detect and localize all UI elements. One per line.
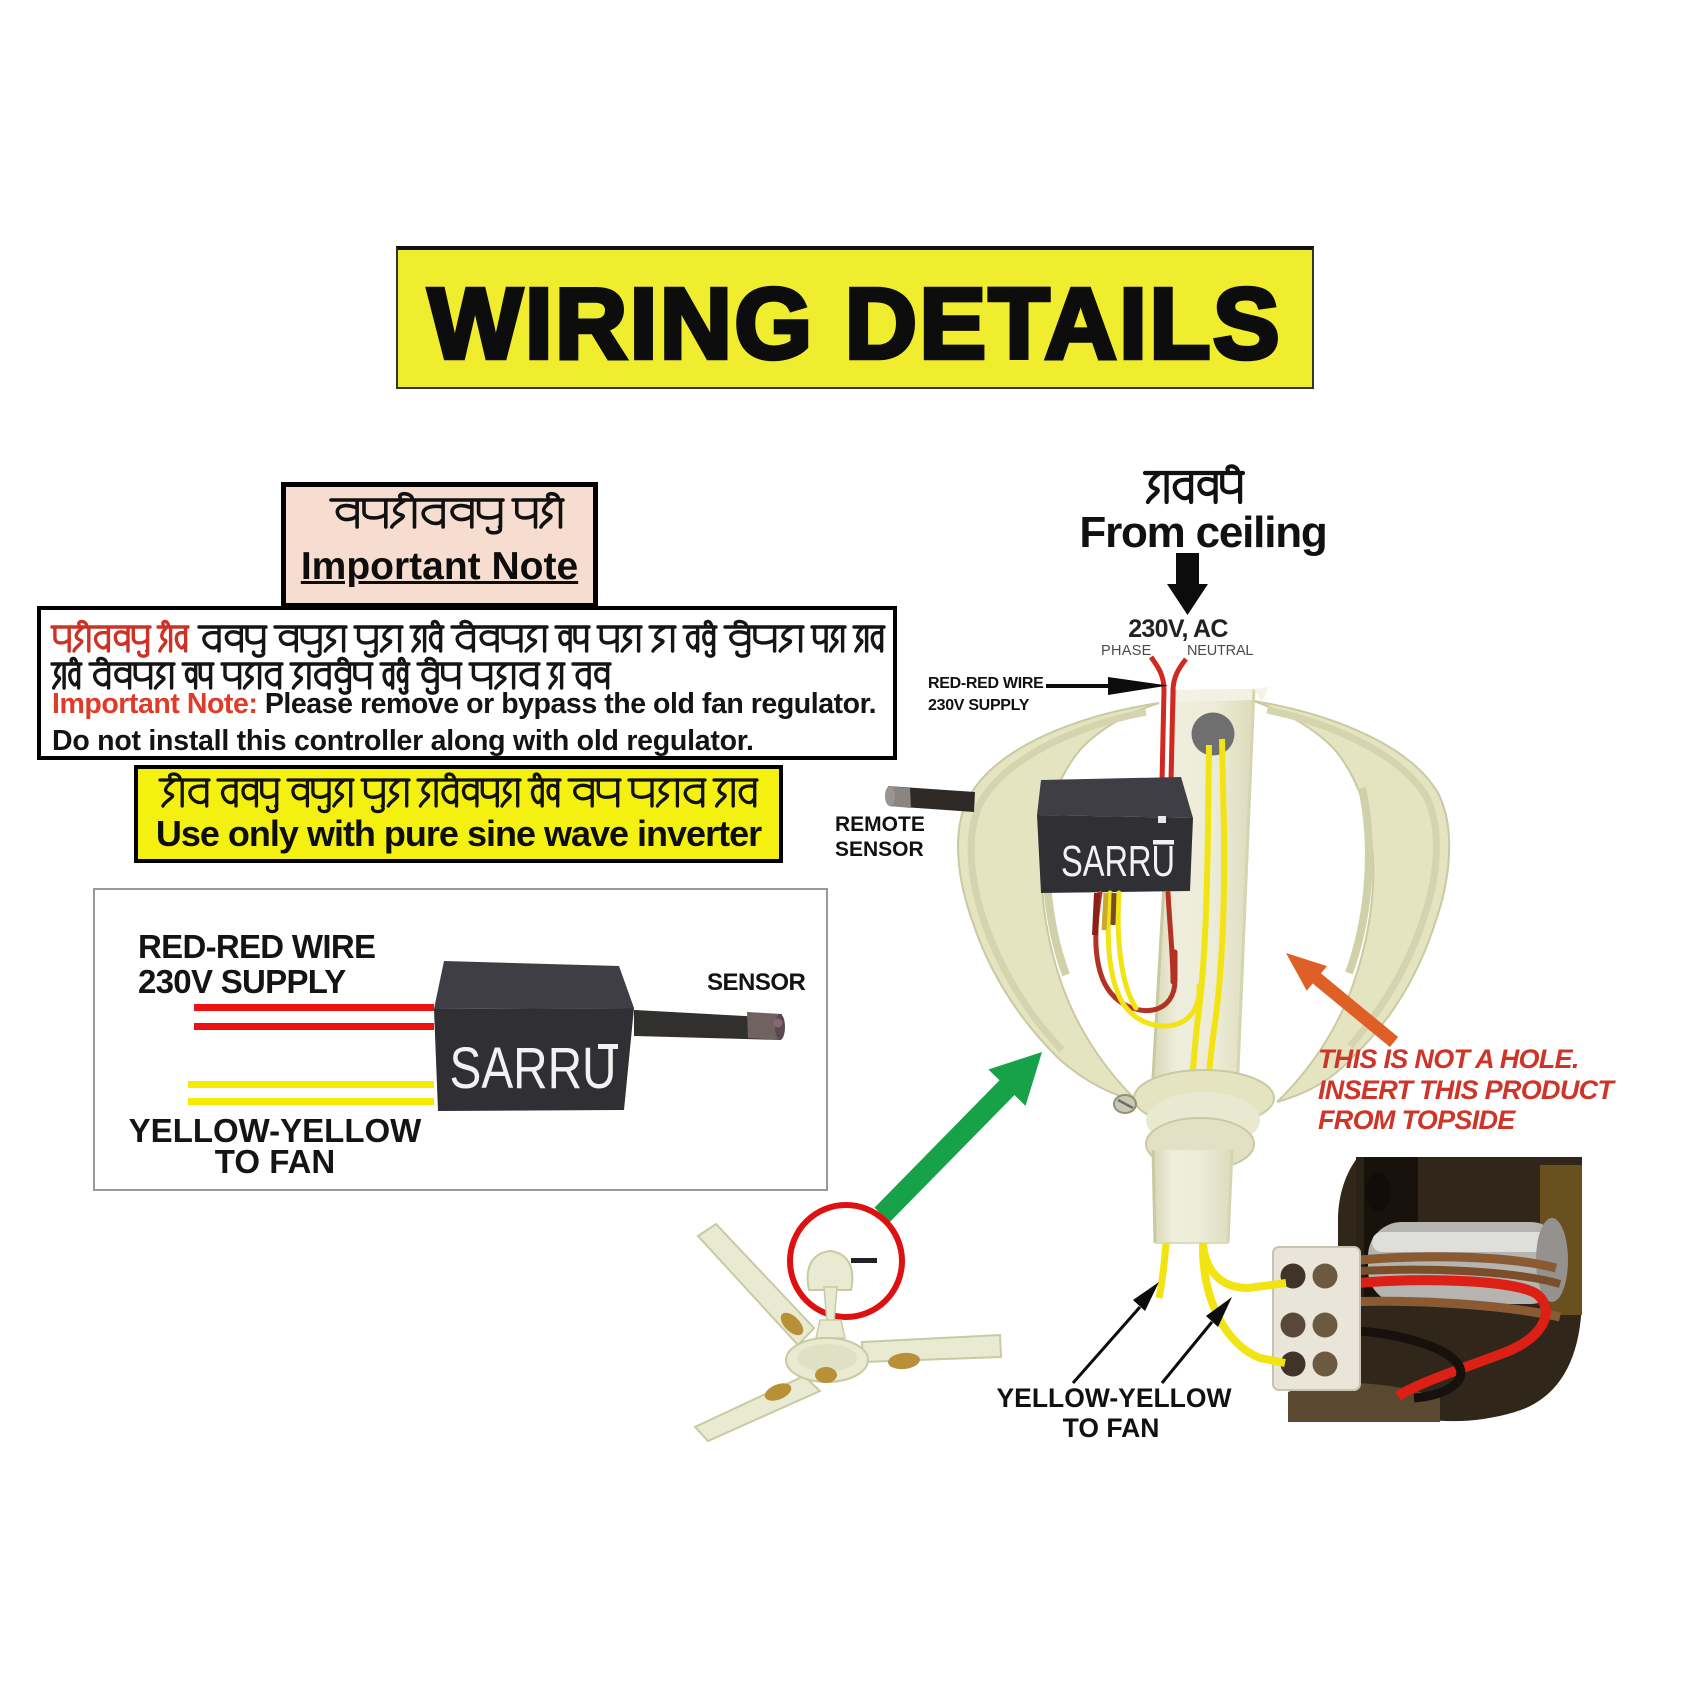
svg-text:FROM TOPSIDE: FROM TOPSIDE: [1318, 1105, 1516, 1135]
svg-text:NEUTRAL: NEUTRAL: [1187, 643, 1253, 659]
svg-text:230V SUPPLY: 230V SUPPLY: [928, 697, 1030, 714]
svg-text:SARRU: SARRU: [450, 1036, 617, 1101]
svg-text:From ceiling: From ceiling: [1079, 508, 1326, 557]
svg-text:TO FAN: TO FAN: [1063, 1413, 1160, 1443]
svg-text:THIS IS NOT A HOLE.: THIS IS NOT A HOLE.: [1318, 1044, 1579, 1074]
svg-text:SARRU: SARRU: [1061, 837, 1175, 886]
svg-text:YELLOW-YELLOW: YELLOW-YELLOW: [997, 1383, 1232, 1413]
svg-text:REMOTE: REMOTE: [835, 813, 925, 836]
svg-text:RED-RED WIRE: RED-RED WIRE: [928, 675, 1044, 692]
svg-text:INSERT THIS PRODUCT: INSERT THIS PRODUCT: [1318, 1075, 1616, 1105]
svg-text:230V, AC: 230V, AC: [1128, 615, 1228, 643]
svg-text:PHASE: PHASE: [1101, 643, 1152, 659]
svg-text:SENSOR: SENSOR: [835, 838, 924, 861]
